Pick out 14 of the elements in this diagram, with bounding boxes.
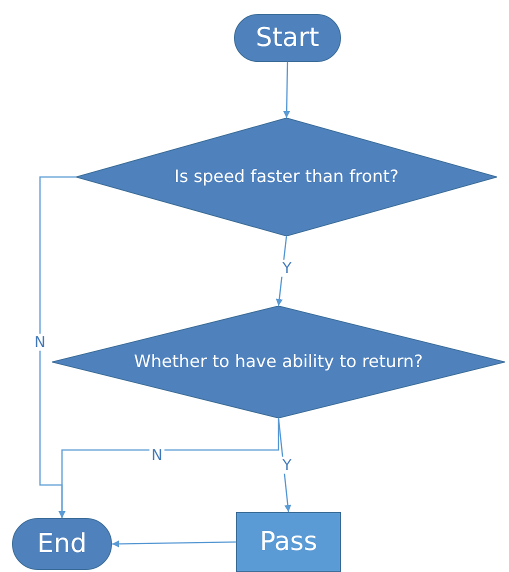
- edge-label: Y: [280, 456, 294, 474]
- node-label: End: [37, 530, 87, 558]
- node-label: Is speed faster than front?: [174, 168, 399, 186]
- connector-arrow: [283, 62, 290, 118]
- edge-label: Y: [280, 260, 294, 276]
- terminal-pill: [234, 14, 341, 62]
- connector-arrow: [278, 418, 292, 512]
- process-box: [236, 512, 341, 572]
- connector-arrow: [276, 236, 288, 306]
- connector-arrow: [112, 540, 236, 548]
- terminal-pill: [12, 518, 112, 570]
- node-label: Start: [256, 24, 320, 52]
- node-label: Whether to have ability to return?: [134, 352, 423, 372]
- node-label: Pass: [260, 528, 318, 556]
